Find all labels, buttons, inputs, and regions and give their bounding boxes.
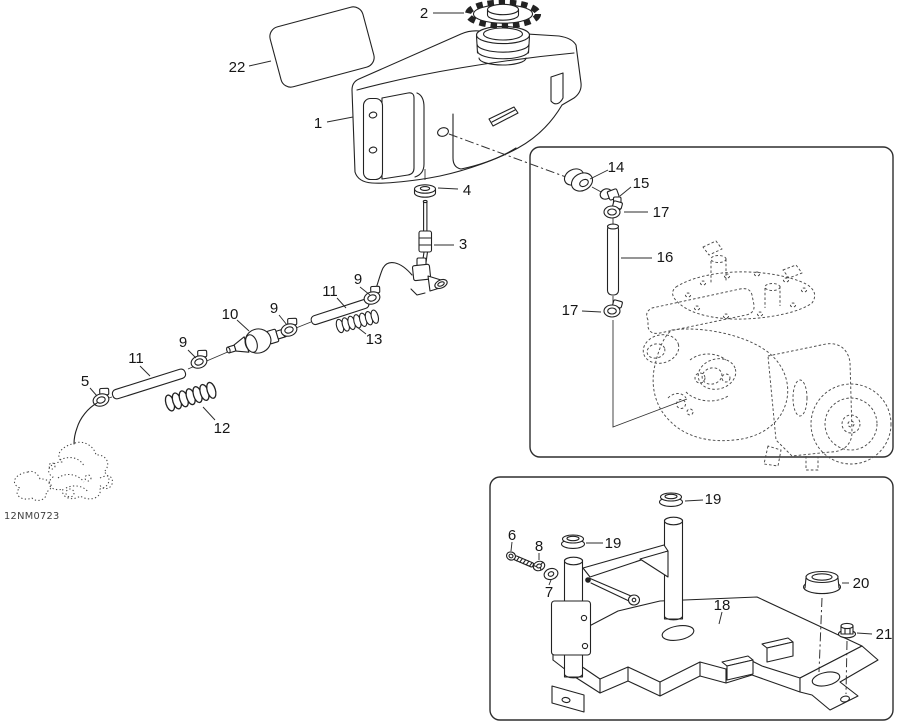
hose-spring — [163, 380, 219, 413]
oil-supply-hose-16 — [606, 218, 620, 305]
bracket-side-plate — [550, 600, 592, 656]
callout-10: 10 — [222, 306, 239, 323]
bracket-post — [663, 516, 684, 621]
check-valve — [226, 328, 288, 354]
callout-22: 22 — [229, 59, 246, 76]
callout-19-2: 19 — [605, 535, 622, 552]
bracket-hole — [840, 695, 850, 703]
flange-hole — [368, 146, 378, 154]
callout-18: 18 — [714, 597, 731, 614]
hose-to-engine-curve — [73, 402, 98, 445]
inset-engine-connection — [563, 168, 892, 471]
tank-pad — [269, 6, 375, 88]
inset-box-bracket — [489, 476, 894, 721]
connection-pointer-line — [612, 320, 688, 428]
oil-hose — [111, 368, 187, 400]
callout-21: 21 — [876, 626, 893, 643]
reference-dash-dot-line — [448, 133, 567, 178]
flange-hole — [368, 111, 378, 119]
callout-9-1: 9 — [354, 271, 362, 288]
callout-8: 8 — [535, 538, 543, 555]
lock-washer — [532, 560, 546, 572]
callout-4: 4 — [463, 182, 471, 199]
document-code: 12NM0723 — [4, 511, 60, 522]
grommet-14 — [563, 168, 594, 192]
callout-9-2: 9 — [270, 300, 278, 317]
hose-clamp — [603, 299, 624, 318]
callout-12: 12 — [214, 420, 231, 437]
tank-outlet-hole — [437, 127, 449, 137]
tank-mount-flange — [362, 97, 384, 181]
callout-16: 16 — [657, 249, 674, 266]
callout-17-2: 17 — [562, 302, 579, 319]
inset-box-engine-connection — [529, 146, 894, 458]
callout-19-1: 19 — [705, 491, 722, 508]
bolt-point — [585, 577, 591, 583]
callout-14: 14 — [608, 159, 625, 176]
bracket-assembly — [506, 492, 879, 713]
alignment-dash-dot — [845, 640, 848, 695]
alignment-dash-dot — [818, 597, 823, 673]
bracket-rod — [588, 577, 632, 602]
oil-hose-chain — [73, 283, 385, 445]
oil-tank — [351, 25, 582, 184]
bracket-hole — [811, 671, 841, 687]
bracket-hole — [561, 696, 571, 704]
oil-level-sensor — [373, 199, 448, 296]
callout-3: 3 — [459, 236, 467, 253]
flat-washer — [543, 567, 559, 581]
engine-sketch-reference — [13, 441, 113, 501]
grommet-bushing — [802, 570, 842, 595]
grommet — [413, 184, 437, 198]
callout-15: 15 — [633, 175, 650, 192]
screw — [506, 551, 535, 568]
post-cap-grommet — [560, 534, 586, 549]
hose-clamp — [603, 200, 624, 219]
filler-cap — [464, 0, 542, 29]
bracket-hole — [661, 625, 695, 641]
callout-20: 20 — [853, 575, 870, 592]
flanged-nut — [837, 622, 857, 639]
callout-7: 7 — [545, 584, 553, 601]
tank-mount-flange-side — [381, 92, 415, 180]
hose-clamp — [187, 347, 212, 371]
callout-11-2: 11 — [128, 350, 144, 367]
callout-6: 6 — [508, 527, 516, 544]
callout-17-1: 17 — [653, 204, 670, 221]
callout-9-3: 9 — [179, 334, 187, 351]
post-cap-grommet — [658, 492, 684, 507]
leader-lines — [89, 12, 873, 635]
callout-2: 2 — [420, 5, 428, 22]
callout-13: 13 — [366, 331, 383, 348]
callout-5: 5 — [81, 373, 89, 390]
callout-11-1: 11 — [322, 283, 338, 300]
callout-1: 1 — [314, 115, 322, 132]
bracket-base — [552, 596, 863, 683]
engine-reference — [642, 240, 892, 471]
